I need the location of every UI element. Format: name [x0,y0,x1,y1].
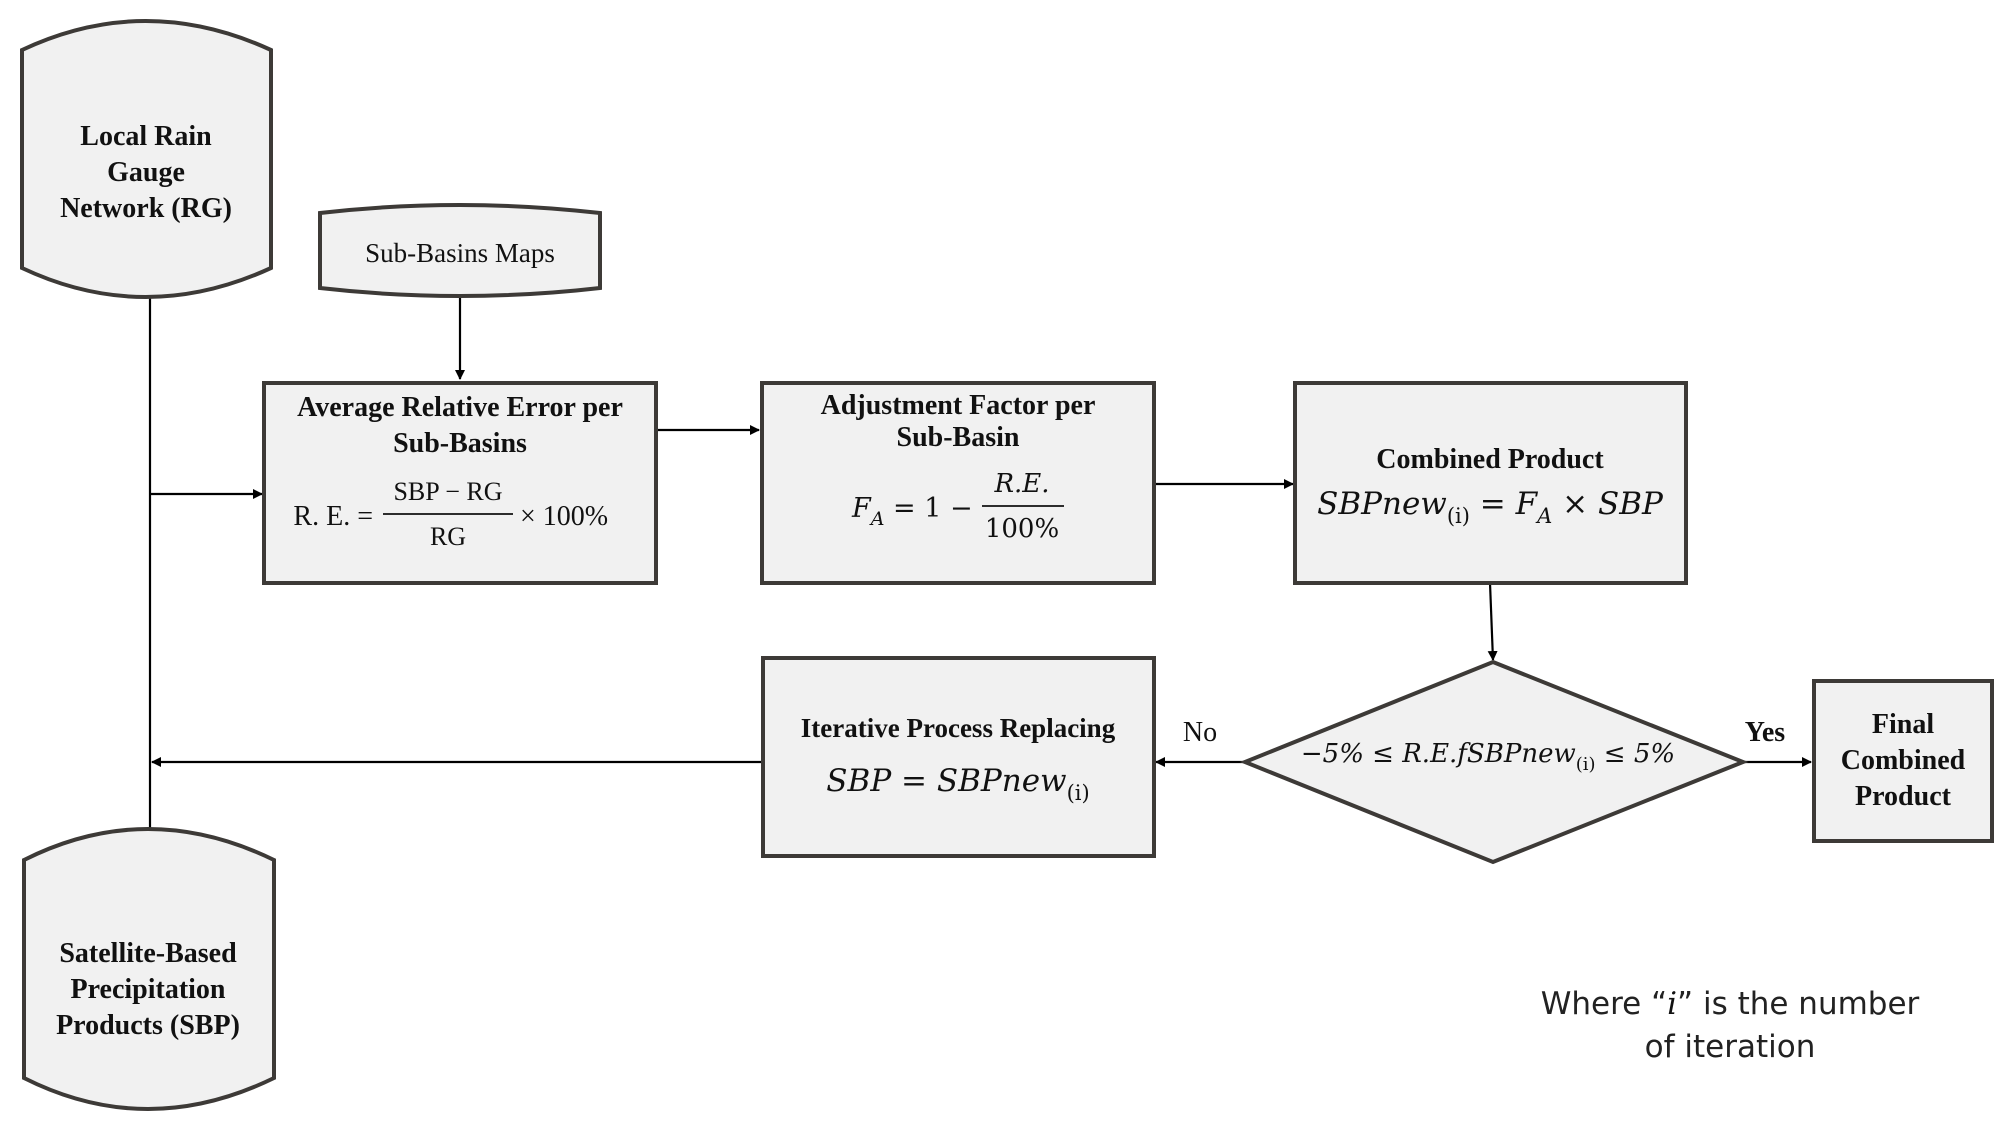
satellite-line1: Satellite-Based [59,938,237,969]
combined-product-title: Combined Product [1376,444,1604,475]
final-product-line2: Combined [1841,745,1966,776]
iteration-note-line1: Where “i” is the number [1541,986,1920,1022]
iterative-process-title: Iterative Process Replacing [801,713,1116,743]
iteration-note-line2: of iteration [1645,1029,1816,1065]
decision-condition: −5% ≤ R.E.fSBPnew(i) ≤ 5% [1301,739,1675,775]
combined-product-formula: SBPnew(i) = FA × SBP [1317,486,1664,528]
adjustment-factor-formula-lhs: FA = 1 − [851,493,973,530]
no-branch-label: No [1183,717,1217,748]
relative-error-factor: × 100% [520,501,608,532]
final-product-box: Final Combined Product [1812,679,1994,843]
yes-branch-label: Yes [1745,717,1786,748]
sub-basins-maps-cylinder: Sub-Basins Maps [318,203,602,298]
relative-error-formula-lhs: R. E. = [293,501,373,532]
adjustment-factor-box: Adjustment Factor per Sub-Basin FA = 1 −… [760,381,1156,585]
rain-gauge-line1: Local Rain [80,121,212,152]
iteration-note: Where “i” is the number of iteration [1541,986,1920,1065]
relative-error-denominator: RG [430,522,466,551]
final-product-line3: Product [1855,781,1952,812]
relative-error-title-line2: Sub-Basins [393,428,527,459]
adjustment-factor-denominator: 100% [985,514,1059,544]
satellite-line2: Precipitation [70,974,225,1005]
iterative-process-box: Iterative Process Replacing SBP = SBPnew… [761,656,1156,858]
relative-error-title-line1: Average Relative Error per [297,392,623,423]
adjustment-factor-title-line1: Adjustment Factor per [821,390,1096,421]
rain-gauge-line2: Gauge [107,157,185,188]
adjustment-factor-title-line2: Sub-Basin [897,422,1020,453]
satellite-cylinder: Satellite-Based Precipitation Products (… [22,827,276,1111]
rain-gauge-cylinder: Local Rain Gauge Network (RG) [20,19,273,299]
satellite-line3: Products (SBP) [56,1010,240,1041]
decision-diamond: −5% ≤ R.E.fSBPnew(i) ≤ 5% [1239,659,1749,865]
adjustment-factor-numerator: R.E. [993,469,1049,499]
relative-error-box: Average Relative Error per Sub-Basins R.… [262,381,658,585]
combined-product-box: Combined Product SBPnew(i) = FA × SBP [1293,381,1688,585]
rain-gauge-line3: Network (RG) [60,193,232,224]
final-product-line1: Final [1872,709,1934,740]
arrow-combined-to-decision [1487,582,1498,661]
connectors [148,296,1812,835]
relative-error-numerator: SBP − RG [393,477,502,506]
iterative-process-formula: SBP = SBPnew(i) [826,763,1089,805]
sub-basins-maps-label: Sub-Basins Maps [365,238,555,268]
